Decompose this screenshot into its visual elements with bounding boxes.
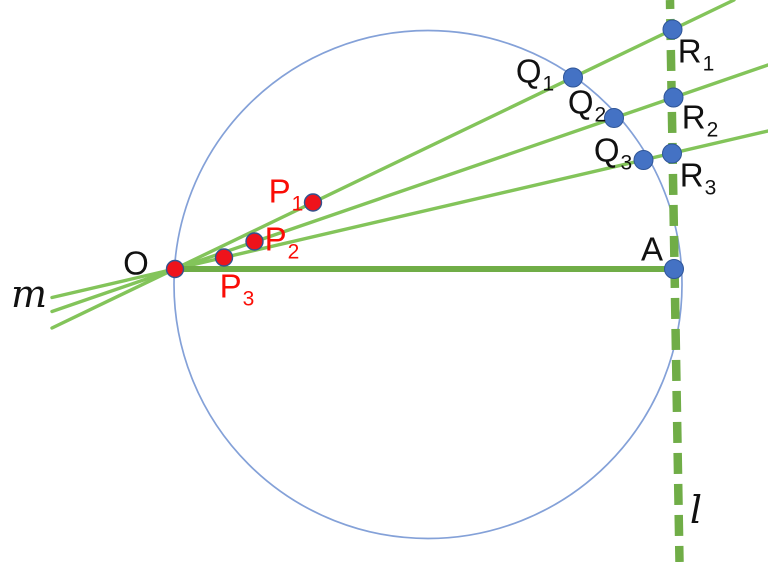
point-O-dot <box>165 259 185 279</box>
ray-2 <box>50 63 768 314</box>
point-A-dot <box>664 259 684 279</box>
label-subscript: 3 <box>620 151 633 175</box>
point-Q2-dot <box>604 108 624 128</box>
label-line-m: m <box>11 275 47 313</box>
point-R1-dot <box>662 19 683 40</box>
label-point-Q3: Q3 <box>593 131 632 174</box>
point-P1-dot <box>303 193 323 212</box>
label-subscript: 1 <box>291 192 304 216</box>
point-Q3-dot <box>633 150 654 170</box>
label-point-P2: P2 <box>264 220 300 263</box>
point-Q1-dot <box>563 67 583 88</box>
label-text: A <box>640 230 664 268</box>
label-subscript: 1 <box>702 52 715 76</box>
label-text: Q <box>593 131 620 169</box>
label-text: m <box>10 272 48 316</box>
label-text: l <box>689 488 703 532</box>
label-text: P <box>268 172 291 210</box>
label-subscript: 2 <box>706 118 719 142</box>
label-subscript: 2 <box>594 103 607 127</box>
point-P2-dot <box>245 232 264 251</box>
label-point-A: A <box>641 233 663 266</box>
point-R2-dot <box>663 87 684 108</box>
label-text: R <box>677 32 702 70</box>
label-text: P <box>219 267 242 305</box>
label-point-P3: P3 <box>219 267 255 310</box>
label-point-R1: R1 <box>677 32 715 75</box>
label-subscript: 1 <box>542 72 555 96</box>
dashed-line-l <box>665 0 684 562</box>
label-line-l: l <box>690 491 702 529</box>
label-point-R3: R3 <box>679 156 717 199</box>
label-point-O: O <box>123 247 149 280</box>
label-text: Q <box>515 52 542 90</box>
point-R3-dot <box>662 143 682 164</box>
label-point-Q2: Q2 <box>567 83 606 126</box>
label-point-Q1: Q1 <box>515 52 554 95</box>
label-subscript: 2 <box>287 240 300 264</box>
label-text: P <box>264 220 287 258</box>
point-P3-dot <box>214 248 234 267</box>
label-text: O <box>123 244 149 282</box>
label-text: Q <box>567 83 594 121</box>
label-point-R2: R2 <box>681 98 719 141</box>
label-subscript: 3 <box>704 176 717 200</box>
label-point-P1: P1 <box>268 172 304 215</box>
label-subscript: 3 <box>242 287 255 311</box>
label-text: R <box>681 98 706 136</box>
circle-outline <box>173 29 683 540</box>
label-text: R <box>679 156 704 194</box>
